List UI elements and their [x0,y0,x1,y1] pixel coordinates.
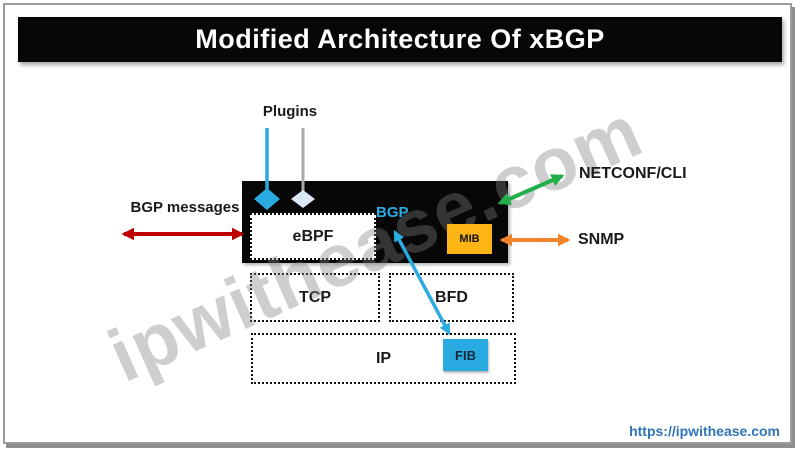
diagram-title-text: Modified Architecture Of xBGP [195,24,605,54]
ip-box-label: IP [375,349,392,367]
bfd-box-label: BFD [435,288,468,306]
ebpf-box: eBPF [250,213,376,260]
footer-site-link[interactable]: https://ipwithease.com [629,423,780,439]
tcp-box: TCP [250,273,380,322]
tcp-box-label: TCP [299,288,331,306]
ebpf-box-label: eBPF [292,227,334,245]
diagram-title: Modified Architecture Of xBGP [18,17,782,62]
snmp-label: SNMP [578,231,625,248]
plugins-label: Plugins [262,103,318,120]
bfd-box: BFD [389,273,514,322]
mib-box-label: MIB [459,233,480,245]
netconf-cli-label: NETCONF/CLI [579,165,687,182]
bgp-label: BGP [376,204,409,221]
fib-box-label: FIB [455,347,476,363]
bgp-messages-label: BGP messages [130,199,240,216]
mib-box: MIB [447,224,492,254]
fib-box: FIB [443,339,488,371]
